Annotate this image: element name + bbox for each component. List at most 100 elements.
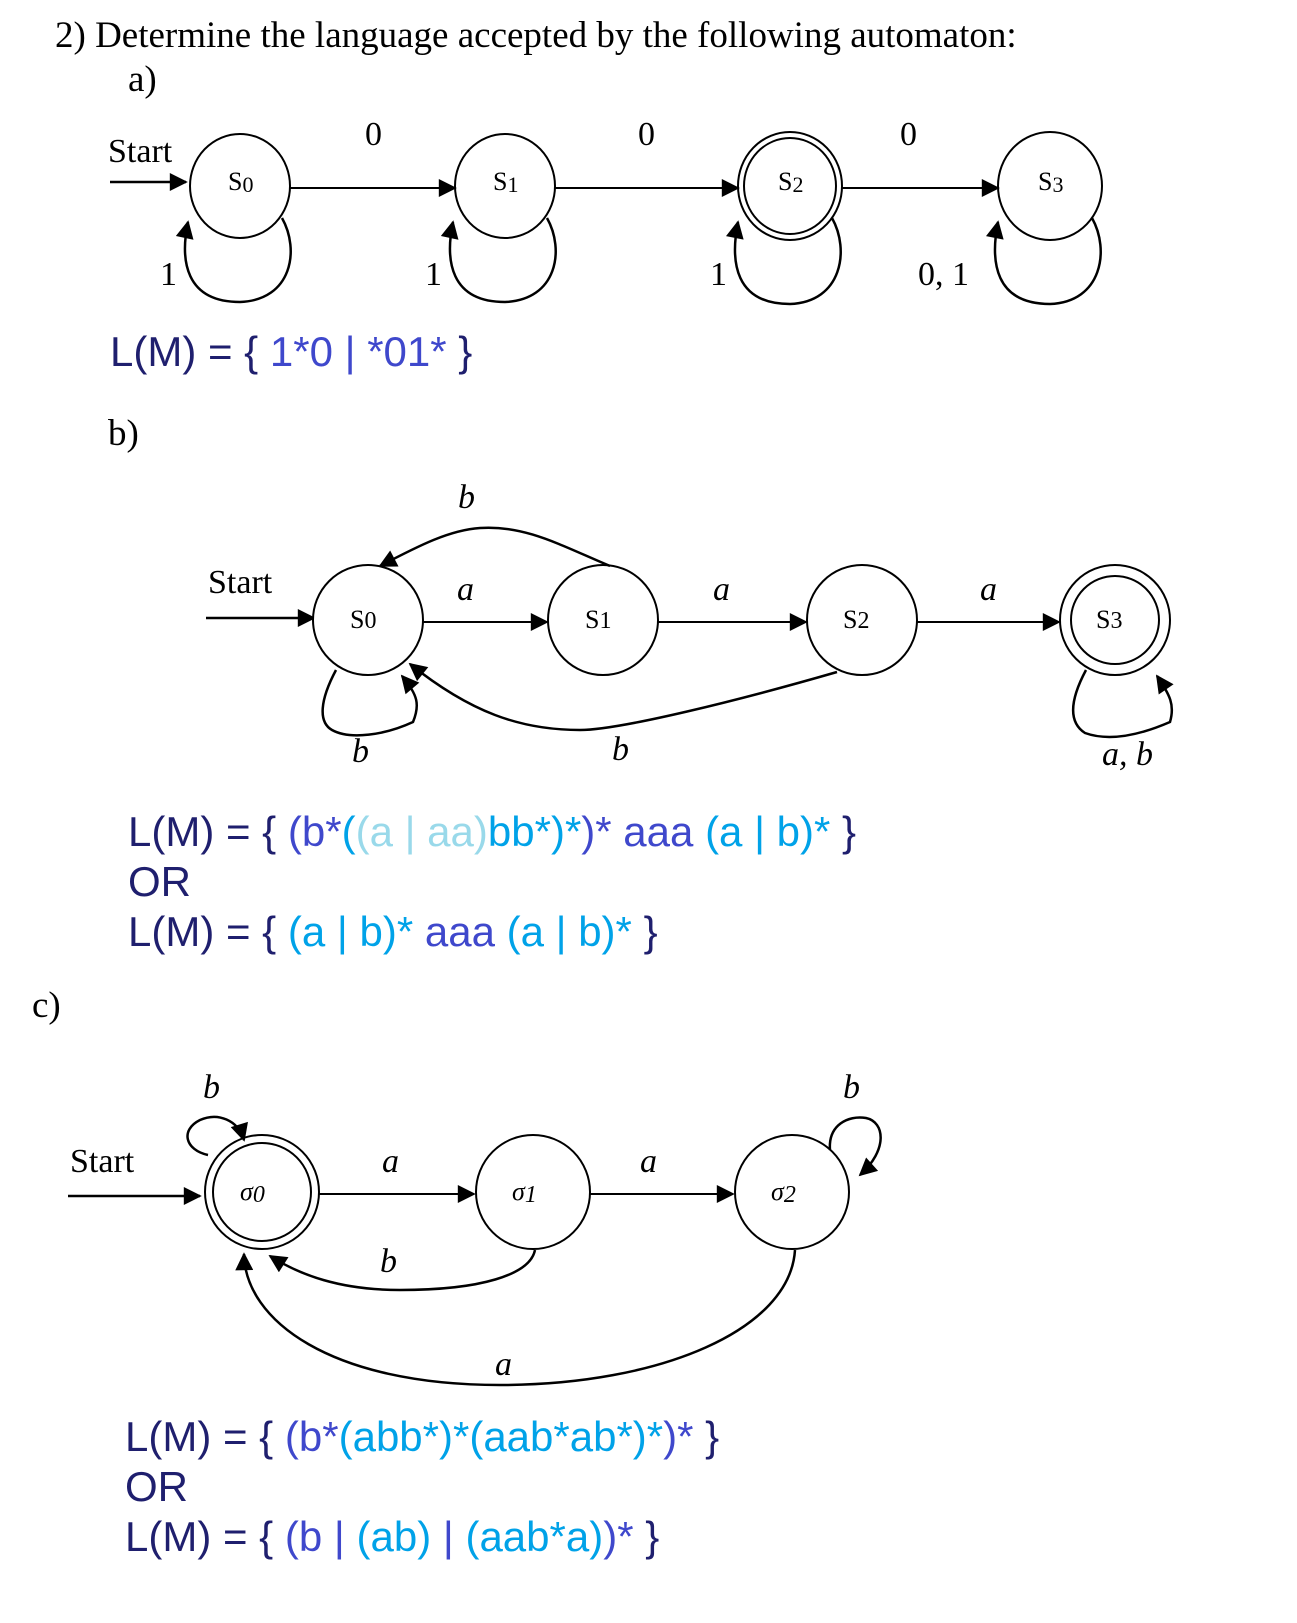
formula-segment: L(M) = { [125,1513,285,1560]
svg-text:S1: S1 [585,605,611,634]
loop-b-s3 [1071,669,1174,739]
transition-b-s2-s3-label: a [980,571,997,608]
loop-b-s3-label: a, b [1102,736,1153,773]
state-c-sigma1: σ1 [475,1134,591,1250]
answer-c-line-2: L(M) = { (b | (ab) | (aab*a))* } [125,1513,659,1561]
transition-a-s0-s1-label: 0 [365,116,382,153]
formula-segment: ( [341,808,356,855]
loop-c-sigma0 [186,1115,248,1157]
svg-text:σ0: σ0 [240,1177,265,1208]
part-c-label: c) [32,985,61,1026]
answer-b-line-2: L(M) = { (a | b)* aaa (a | b)* } [128,908,658,956]
transition-c-sigma1-sigma2-label: a [640,1143,657,1180]
start-label-a: Start [108,133,173,170]
svg-text:S0: S0 [228,167,253,197]
formula-segment: aaa [611,808,706,855]
formula-segment: )* [603,1513,634,1560]
svg-text:S3: S3 [1096,605,1122,634]
answer-b-or: OR [128,858,191,906]
transition-c-sigma1-sigma0 [268,1249,537,1292]
transition-c-sigma0-sigma1-label: a [382,1143,399,1180]
state-b-s3-accepting: S3 [1059,564,1171,676]
loop-c-sigma2-label: b [843,1069,860,1106]
question-title: 2) Determine the language accepted by th… [55,15,1017,56]
formula-segment: aaa [413,908,507,955]
start-label-b: Start [208,564,273,601]
formula-segment: (b* [287,808,342,855]
svg-text:σ1: σ1 [512,1177,537,1208]
state-a-s1: S1 [454,133,556,239]
state-c-sigma2: σ2 [734,1134,850,1250]
formula-segment: L(M) = { [125,1413,285,1460]
svg-text:S2: S2 [778,167,803,197]
formula-segment: 1*0 | *01* [269,328,447,375]
formula-segment: OR [128,858,191,905]
state-c-sigma0-accepting: σ0 [204,1134,320,1250]
transition-b-s2-s0 [408,662,838,732]
transition-b-s2-s0-label: b [612,731,629,768]
loop-a-s3-label: 0, 1 [918,256,969,293]
state-a-s3: S3 [997,131,1103,241]
formula-segment: L(M) = { [110,328,270,375]
automaton-b: Start S0 S1 S2 S3 a a a b b [206,479,1174,773]
formula-segment: (b [284,1513,334,1560]
transition-a-s1-s2-label: 0 [638,116,655,153]
answer-c-line-1: L(M) = { (b*(abb*)*(aab*ab*)*)* } [125,1413,719,1461]
part-a-label: a) [128,59,157,100]
state-a-s2-accepting: S2 [737,131,843,241]
loop-a-s3 [986,217,1102,306]
svg-text:σ2: σ2 [771,1177,796,1208]
svg-text:S1: S1 [493,167,518,197]
start-label-c: Start [70,1143,135,1180]
formula-segment: } [830,808,857,855]
formula-segment: bb*)* [487,808,582,855]
svg-text:S3: S3 [1038,167,1063,197]
formula-segment: (aab*a) [465,1513,604,1560]
formula-segment: (a | b)* [506,908,632,955]
formula-segment: } [446,328,473,375]
formula-segment: L(M) = { [128,808,288,855]
formula-segment: L(M) = { [128,908,288,955]
svg-text:S2: S2 [843,605,869,634]
transition-c-sigma2-sigma0 [235,1249,797,1387]
loop-a-s1 [440,217,557,304]
formula-segment: (a | b)* [287,908,414,955]
state-b-s0: S0 [312,564,424,676]
loop-a-s2 [726,217,842,306]
formula-segment: )* [581,808,612,855]
formula-segment: OR [125,1463,188,1510]
loop-a-s0 [175,217,292,304]
automaton-a: Start S0 S1 S2 S3 0 0 0 1 1 [108,116,1103,306]
loop-a-s2-label: 1 [710,256,727,293]
loop-c-sigma0-label: b [203,1069,220,1106]
automaton-c: Start σ0 σ1 σ2 a a b a b b [68,1069,882,1387]
loop-b-s0 [321,669,420,737]
transition-c-sigma1-sigma0-label: b [380,1243,397,1280]
loop-a-s0-label: 1 [160,256,177,293]
state-b-s2: S2 [806,564,918,676]
formula-segment: | [442,1513,466,1560]
formula-segment: | [333,1513,357,1560]
formula-segment: )* [663,1413,694,1460]
transition-b-s1-s2-label: a [713,571,730,608]
svg-text:S0: S0 [350,605,376,634]
answer-a-line-1: L(M) = { 1*0 | *01* } [110,328,472,376]
formula-segment: } [693,1413,720,1460]
transition-b-s1-s0-label: b [458,479,475,516]
formula-segment: (a | aa) [355,808,488,855]
formula-segment: (abb*)*(aab*ab*)* [338,1413,664,1460]
formula-segment: } [631,908,658,955]
loop-b-s0-label: b [352,733,369,770]
transition-b-s1-s0 [378,526,611,568]
transition-c-sigma2-sigma0-label: a [495,1346,512,1383]
formula-segment: (a | b)* [705,808,831,855]
part-b-label: b) [108,413,139,454]
state-a-s0: S0 [189,133,291,239]
loop-c-sigma2 [828,1116,882,1177]
loop-a-s1-label: 1 [425,256,442,293]
formula-segment: } [633,1513,660,1560]
formula-segment: (b* [284,1413,339,1460]
answer-c-or: OR [125,1463,188,1511]
transition-a-s2-s3-label: 0 [900,116,917,153]
